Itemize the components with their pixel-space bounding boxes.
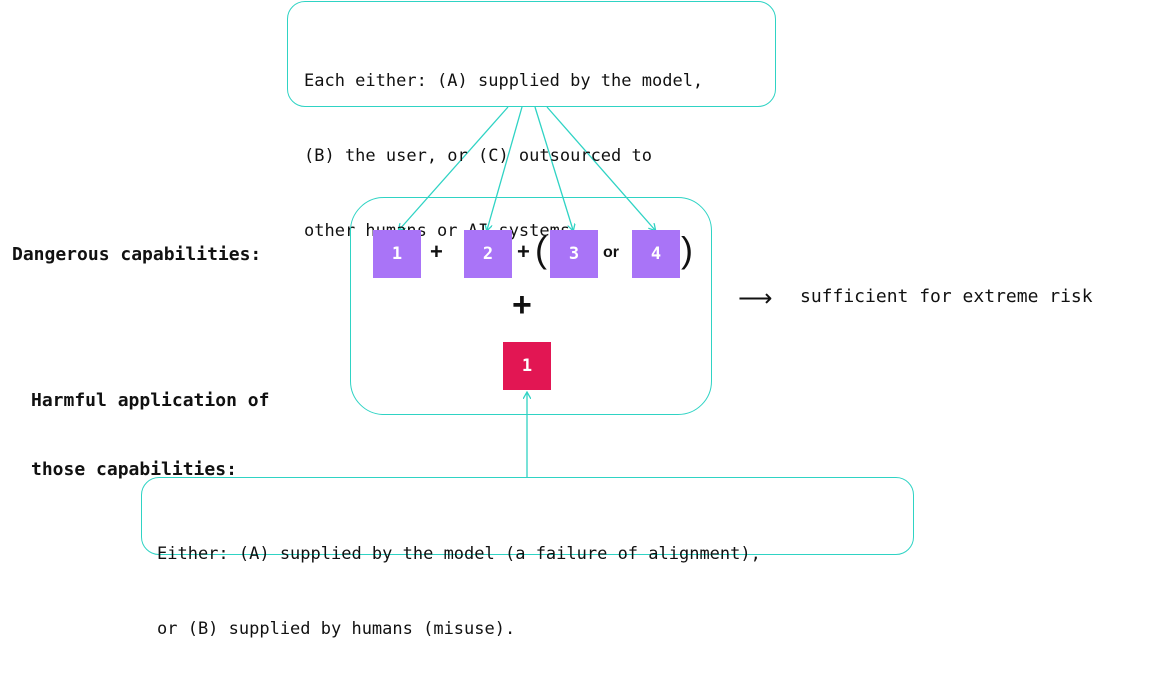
equation-frame <box>350 197 712 415</box>
harmful-application-1-box: 1 <box>503 342 551 390</box>
capability-4-box: 4 <box>632 230 680 278</box>
arrow-to-cap-2 <box>487 106 523 230</box>
open-parenthesis: ( <box>535 229 547 270</box>
arrow-to-cap-3 <box>534 106 573 230</box>
or-operator: or <box>603 244 619 261</box>
harmful-application-label: Harmful application of those capabilitie… <box>31 343 269 504</box>
harmful-label-line-2: those capabilities: <box>31 459 237 480</box>
capability-1-box: 1 <box>373 230 421 278</box>
capability-4-number: 4 <box>650 244 662 264</box>
result-text: sufficient for extreme risk <box>800 286 1093 307</box>
plus-operator-1: + <box>430 239 443 264</box>
bottom-callout-line-2: or (B) supplied by humans (misuse). <box>157 619 516 639</box>
capability-2-box: 2 <box>464 230 512 278</box>
connector-arrows <box>0 106 1169 478</box>
top-callout-line-2: (B) the user, or (C) outsourced to <box>304 146 652 166</box>
dangerous-capabilities-label: Dangerous capabilities: <box>12 244 262 265</box>
arrow-to-cap-4 <box>546 106 655 230</box>
close-parenthesis: ) <box>681 229 693 270</box>
capability-3-box: 3 <box>550 230 598 278</box>
result-arrow: ⟶ <box>738 284 773 312</box>
harmful-label-line-1: Harmful application of <box>31 390 270 411</box>
bottom-callout-text: Either: (A) supplied by the model (a fai… <box>157 492 761 692</box>
bottom-callout-line-1: Either: (A) supplied by the model (a fai… <box>157 544 761 564</box>
harmful-application-1-number: 1 <box>521 356 533 376</box>
capability-3-number: 3 <box>568 244 580 264</box>
capability-1-number: 1 <box>391 244 403 264</box>
arrow-to-cap-1 <box>399 106 509 230</box>
capability-2-number: 2 <box>482 244 494 264</box>
top-callout: Each either: (A) supplied by the model, … <box>287 1 776 241</box>
bottom-callout: Either: (A) supplied by the model (a fai… <box>141 477 914 639</box>
big-plus-operator: + <box>512 286 532 324</box>
top-callout-line-1: Each either: (A) supplied by the model, <box>304 71 704 91</box>
plus-operator-2: + <box>517 239 530 264</box>
